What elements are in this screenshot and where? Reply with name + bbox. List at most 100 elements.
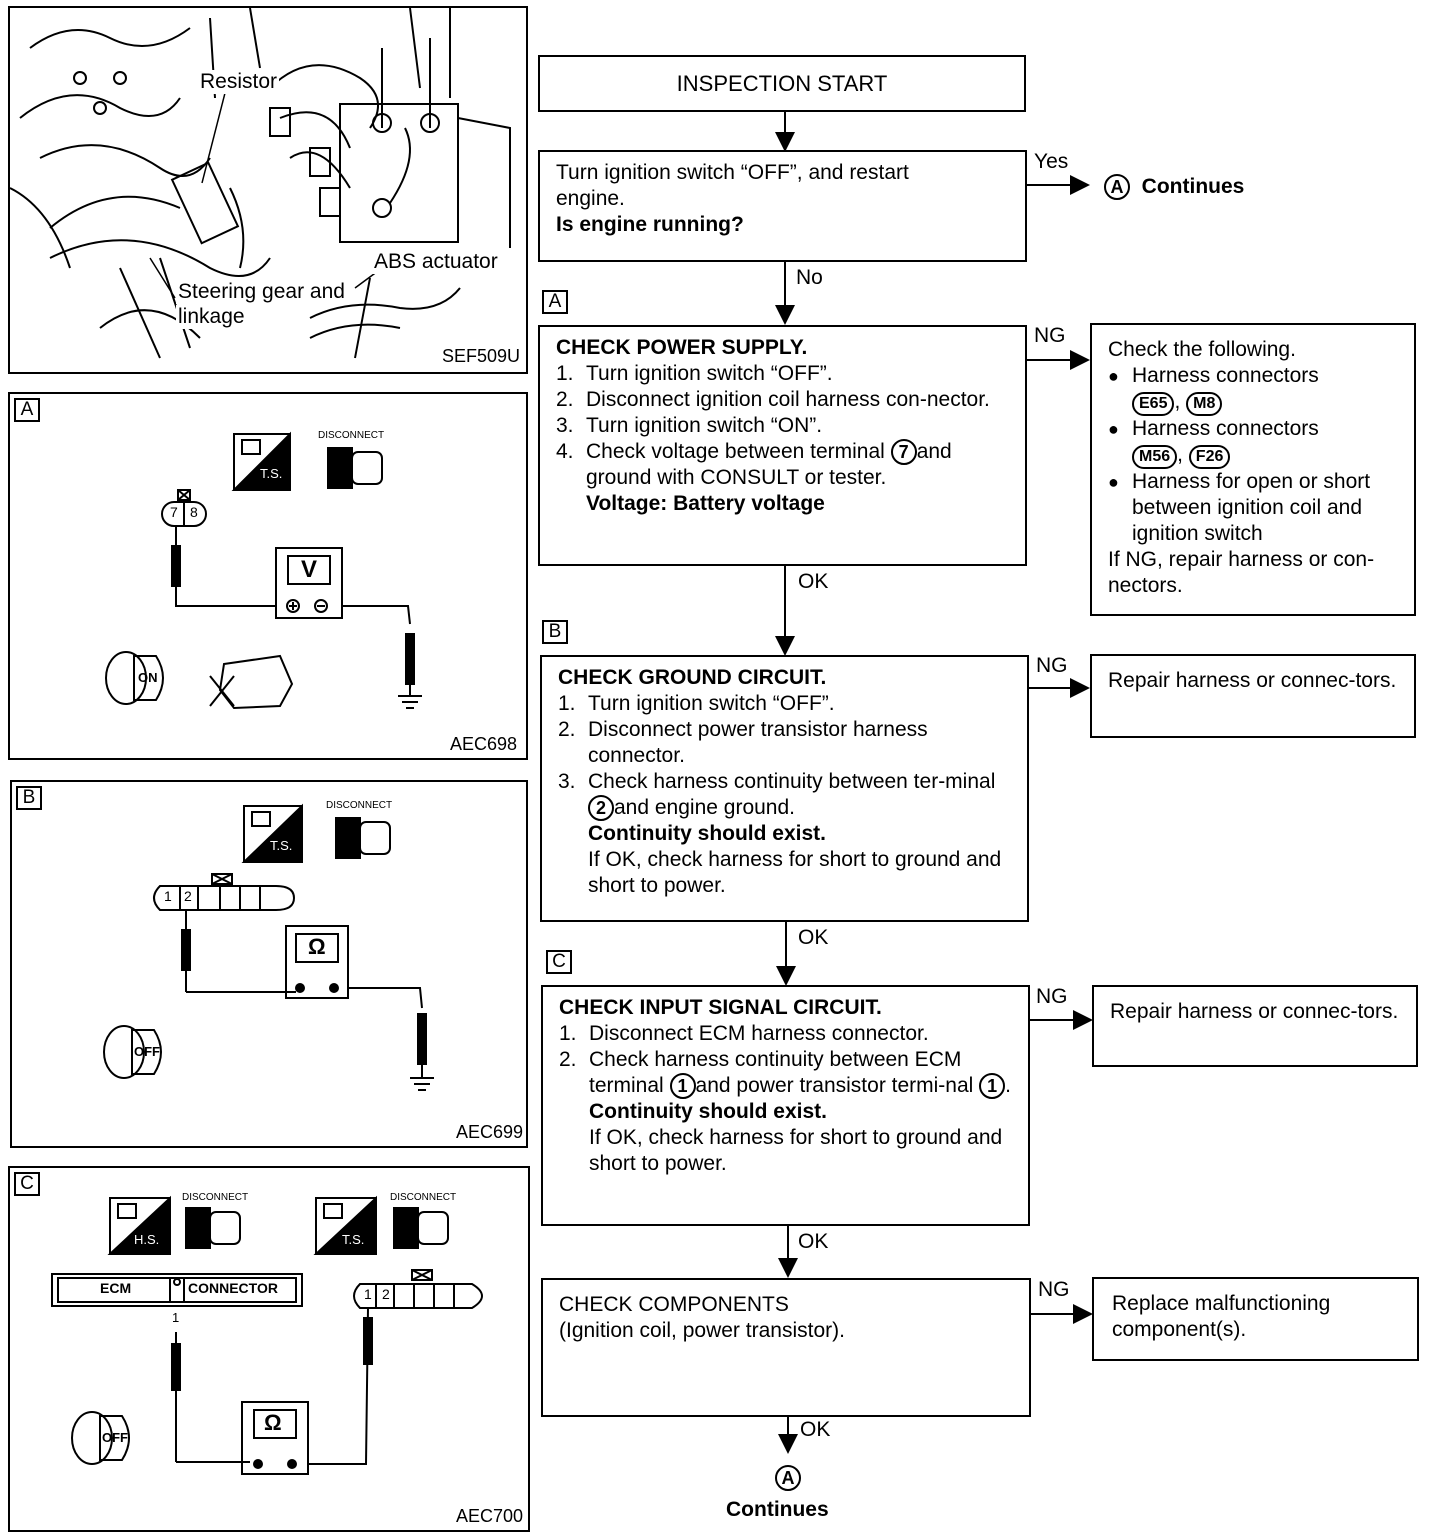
check-ground-circuit-box: CHECK GROUND CIRCUIT. 1.Turn ignition sw… (540, 655, 1029, 922)
end-marker: A (775, 1465, 801, 1491)
step-c-ng-label: NG (1036, 985, 1068, 1008)
terminal-7-marker: 7 (890, 439, 917, 465)
continues-a-text: Continues (1141, 175, 1245, 198)
panel-a-wiring (105, 431, 422, 710)
input-step-2: 2.Check harness continuity between ECM t… (559, 1048, 1012, 1175)
ecm-connector-right-label: CONNECTOR (188, 1280, 278, 1296)
step-c-ok-label: OK (798, 1230, 829, 1253)
no-label: No (796, 266, 823, 289)
panel-b-ts-label: T.S. (270, 838, 293, 853)
power-supply-steps: 1.Turn ignition switch “OFF”. 2.Disconne… (556, 361, 1011, 517)
check-input-signal-box: CHECK INPUT SIGNAL CIRCUIT. 1.Disconnect… (541, 985, 1030, 1226)
panel-b-pin-1: 1 (164, 888, 172, 904)
panel-b-wiring (103, 803, 434, 1091)
panel-c-disconnect-label-2: DISCONNECT (390, 1192, 457, 1203)
panel-a-code: AEC698 (450, 734, 518, 754)
step-d-ok-label: OK (800, 1418, 831, 1441)
panel-c-pin-2: 2 (382, 1286, 390, 1302)
voltmeter-label: V (301, 556, 318, 583)
engine-bay-illustration (10, 8, 511, 359)
panel-b-pin-2: 2 (184, 888, 192, 904)
restart-line-2: engine. (556, 187, 625, 210)
panel-b-tag: B (16, 786, 42, 810)
panel-b-code: AEC699 (456, 1122, 524, 1142)
check-components-sub: (Ignition coil, power transistor). (559, 1319, 845, 1342)
ecm-pin-label: 1 (172, 1310, 180, 1325)
panel-a-ts-label: T.S. (260, 466, 283, 481)
panel-a-key-label: ON (138, 670, 158, 685)
engine-photo-panel: Resistor ABS actuator Steering gear and … (8, 6, 528, 374)
power-step-2: 2.Disconnect ignition coil harness con-n… (556, 388, 990, 411)
step-c-repair-text: Repair harness or connec-tors. (1110, 1000, 1399, 1023)
check-power-supply-title: CHECK POWER SUPPLY. (556, 336, 808, 359)
ground-circuit-steps: 1.Turn ignition switch “OFF”. 2.Disconne… (558, 691, 1013, 899)
check-power-supply-box: CHECK POWER SUPPLY. 1.Turn ignition swit… (538, 325, 1027, 566)
ecm-connector-left-label: ECM (100, 1280, 132, 1296)
replace-component-box: Replace malfunctioning component(s). (1092, 1277, 1419, 1361)
check-components-box: CHECK COMPONENTS (Ignition coil, power t… (541, 1278, 1031, 1417)
ground-step-3: 3.Check harness continuity between ter-m… (558, 770, 1002, 897)
panel-c-code: AEC700 (456, 1506, 524, 1526)
ground-step-2: 2.Disconnect power transistor harness co… (558, 718, 928, 767)
steering-gear-label: Steering gear and (176, 280, 347, 304)
step-a-ok-label: OK (798, 570, 829, 593)
input-short-check: If OK, check harness for short to ground… (589, 1126, 1003, 1175)
replace-component-text: Replace malfunctioning component(s). (1112, 1292, 1331, 1341)
ground-short-check: If OK, check harness for short to ground… (588, 848, 1002, 897)
panel-c-pin-1: 1 (364, 1286, 372, 1302)
linkage-label: linkage (176, 305, 247, 329)
panel-c-key-label: OFF (102, 1430, 128, 1445)
ground-continuity-spec: Continuity should exist. (588, 822, 827, 845)
power-step-3: 3.Turn ignition switch “ON”. (556, 414, 823, 437)
check-following-tail: If NG, repair harness or con-nectors. (1108, 548, 1375, 597)
step-b-ok-label: OK (798, 926, 829, 949)
power-step-1: 1.Turn ignition switch “OFF”. (556, 362, 833, 385)
continues-a-marker: A (1104, 174, 1130, 200)
panel-c-ohmmeter-label: Ω (264, 1410, 282, 1435)
panel-a-pin-7: 7 (170, 504, 178, 520)
step-b-tag: B (542, 620, 568, 644)
step-c-repair-box: Repair harness or connec-tors. (1092, 985, 1418, 1067)
step-d-ng-label: NG (1038, 1278, 1070, 1301)
panel-c-hs-label: H.S. (134, 1232, 160, 1247)
end-continues-text: Continues (726, 1498, 829, 1521)
panel-c-tag: C (14, 1172, 40, 1196)
restart-engine-box: Turn ignition switch “OFF”, and restart … (538, 150, 1027, 262)
power-transistor-terminal-1-marker: 1 (979, 1073, 1006, 1099)
input-step-1: 1.Disconnect ECM harness connector. (559, 1022, 929, 1045)
panel-c-wiring (51, 1195, 483, 1475)
figure-code: SEF509U (442, 346, 521, 366)
input-signal-steps: 1.Disconnect ECM harness connector. 2.Ch… (559, 1021, 1014, 1177)
ground-step-1: 1.Turn ignition switch “OFF”. (558, 692, 835, 715)
step-b-ng-label: NG (1036, 654, 1068, 677)
yes-label: Yes (1034, 150, 1069, 173)
inspection-start-box: INSPECTION START (538, 55, 1026, 112)
step-b-repair-box: Repair harness or connec-tors. (1090, 654, 1416, 738)
step-b-repair-text: Repair harness or connec-tors. (1108, 669, 1397, 692)
check-input-signal-title: CHECK INPUT SIGNAL CIRCUIT. (559, 996, 882, 1019)
ohmmeter-label: Ω (308, 934, 326, 959)
battery-voltage-spec: Voltage: Battery voltage (586, 492, 825, 515)
harness-open-short: Harness for open or short between igniti… (1108, 469, 1398, 547)
panel-a: A (8, 392, 528, 760)
panel-a-disconnect-label: DISCONNECT (318, 430, 385, 441)
panel-c: C (8, 1166, 530, 1532)
step-a-tag: A (542, 290, 568, 314)
panel-b: B (10, 780, 528, 1148)
panel-a-tag: A (14, 398, 40, 422)
panel-b-disconnect-label: DISCONNECT (326, 800, 393, 811)
input-continuity-spec: Continuity should exist. (589, 1100, 828, 1123)
panel-c-ts-label: T.S. (342, 1232, 365, 1247)
check-following-box: Check the following. Harness connectorsE… (1090, 323, 1416, 616)
panel-b-key-label: OFF (134, 1044, 160, 1059)
restart-line-1: Turn ignition switch “OFF”, and restart (556, 161, 909, 184)
check-following-title: Check the following. (1108, 338, 1296, 361)
ecm-terminal-1-marker: 1 (669, 1073, 696, 1099)
panel-a-pin-8: 8 (190, 504, 198, 520)
continues-a-top: A Continues (1104, 174, 1244, 200)
engine-running-question: Is engine running? (556, 213, 744, 236)
step-a-ng-label: NG (1034, 324, 1066, 347)
